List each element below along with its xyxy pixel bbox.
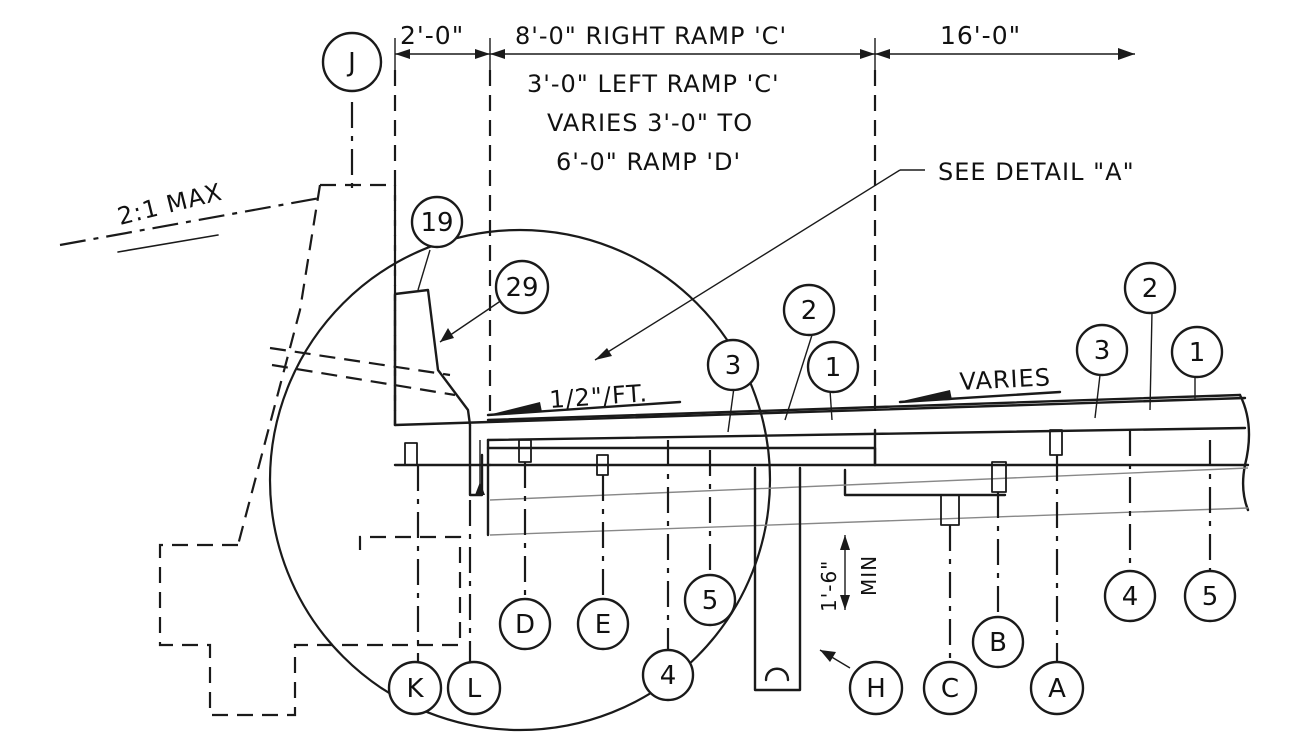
svg-text:4: 4 bbox=[660, 661, 677, 691]
svg-text:1: 1 bbox=[825, 353, 842, 383]
callout-1-left: 1 bbox=[806, 340, 860, 394]
callout-2-right: 2 bbox=[1123, 261, 1177, 315]
svg-text:C: C bbox=[941, 674, 959, 704]
svg-text:3: 3 bbox=[725, 351, 742, 381]
varies-note-line2: 6'-0" RAMP 'D' bbox=[556, 148, 741, 176]
svg-text:L: L bbox=[467, 674, 482, 704]
dim-right-ramp-label: 8'-0" RIGHT RAMP 'C' bbox=[515, 22, 787, 50]
callout-2-left: 2 bbox=[782, 283, 836, 337]
varies-note-line1: VARIES 3'-0" TO bbox=[547, 109, 753, 137]
svg-text:5: 5 bbox=[702, 586, 719, 616]
cross-slope-label: 1/2"/FT. bbox=[548, 379, 648, 414]
cross-slope-arrow bbox=[486, 400, 682, 417]
callout-4-right: 4 bbox=[1103, 569, 1157, 623]
girder-markers bbox=[404, 429, 1063, 526]
svg-text:1: 1 bbox=[1189, 338, 1206, 368]
callout-B: B bbox=[971, 615, 1025, 669]
slope-max-label: 2:1 MAX bbox=[115, 178, 225, 231]
svg-text:B: B bbox=[989, 628, 1007, 658]
callout-5-mid: 5 bbox=[683, 573, 737, 627]
drain-pipe bbox=[753, 466, 802, 692]
svg-text:K: K bbox=[406, 674, 424, 704]
callout-29: 29 bbox=[494, 259, 550, 315]
see-detail-leader bbox=[594, 169, 925, 361]
svg-text:29: 29 bbox=[505, 273, 538, 303]
dim-16ft-label: 16'-0" bbox=[940, 21, 1021, 50]
varies-label: VARIES bbox=[959, 363, 1052, 396]
left-ramp-note: 3'-0" LEFT RAMP 'C' bbox=[527, 70, 780, 98]
callout-3-right: 3 bbox=[1075, 323, 1129, 377]
callout-E: E bbox=[576, 597, 630, 651]
deck-slab bbox=[393, 393, 1251, 537]
svg-text:H: H bbox=[866, 674, 886, 704]
abutment-outline bbox=[158, 183, 462, 717]
see-detail-note: SEE DETAIL "A" bbox=[938, 158, 1135, 186]
min-dimension-label: 1'-6" bbox=[817, 560, 841, 612]
svg-text:2: 2 bbox=[1142, 274, 1159, 304]
svg-text:4: 4 bbox=[1122, 582, 1139, 612]
detail-circle bbox=[268, 228, 772, 732]
barrier-parapet bbox=[393, 288, 472, 427]
min-clearance-dimension bbox=[840, 535, 850, 610]
svg-text:5: 5 bbox=[1202, 582, 1219, 612]
callout-19: 19 bbox=[410, 195, 464, 249]
svg-text:2: 2 bbox=[801, 296, 818, 326]
callout-1-right: 1 bbox=[1170, 325, 1224, 379]
callout-J: J bbox=[321, 31, 383, 93]
svg-text:A: A bbox=[1048, 674, 1066, 704]
svg-text:E: E bbox=[595, 610, 611, 640]
callout-A: A bbox=[1029, 660, 1085, 716]
callout-C: C bbox=[922, 660, 978, 716]
svg-text:3: 3 bbox=[1094, 336, 1111, 366]
svg-text:J: J bbox=[346, 48, 356, 78]
callout-5-right: 5 bbox=[1183, 569, 1237, 623]
top-dimension-line bbox=[394, 38, 1135, 70]
callout-K: K bbox=[387, 660, 443, 716]
callout-3-left: 3 bbox=[706, 338, 760, 392]
callout-H: H bbox=[848, 660, 904, 716]
callout-leaders bbox=[350, 102, 1212, 669]
min-label: MIN bbox=[857, 555, 881, 596]
callout-4-mid: 4 bbox=[641, 648, 695, 702]
svg-text:19: 19 bbox=[420, 208, 453, 238]
slope-2-1-line bbox=[59, 196, 321, 253]
dim-2ft-label: 2'-0" bbox=[400, 21, 464, 50]
callout-L: L bbox=[446, 660, 502, 716]
varies-arrow bbox=[898, 390, 1062, 404]
svg-text:D: D bbox=[515, 610, 535, 640]
callout-D: D bbox=[498, 597, 552, 651]
